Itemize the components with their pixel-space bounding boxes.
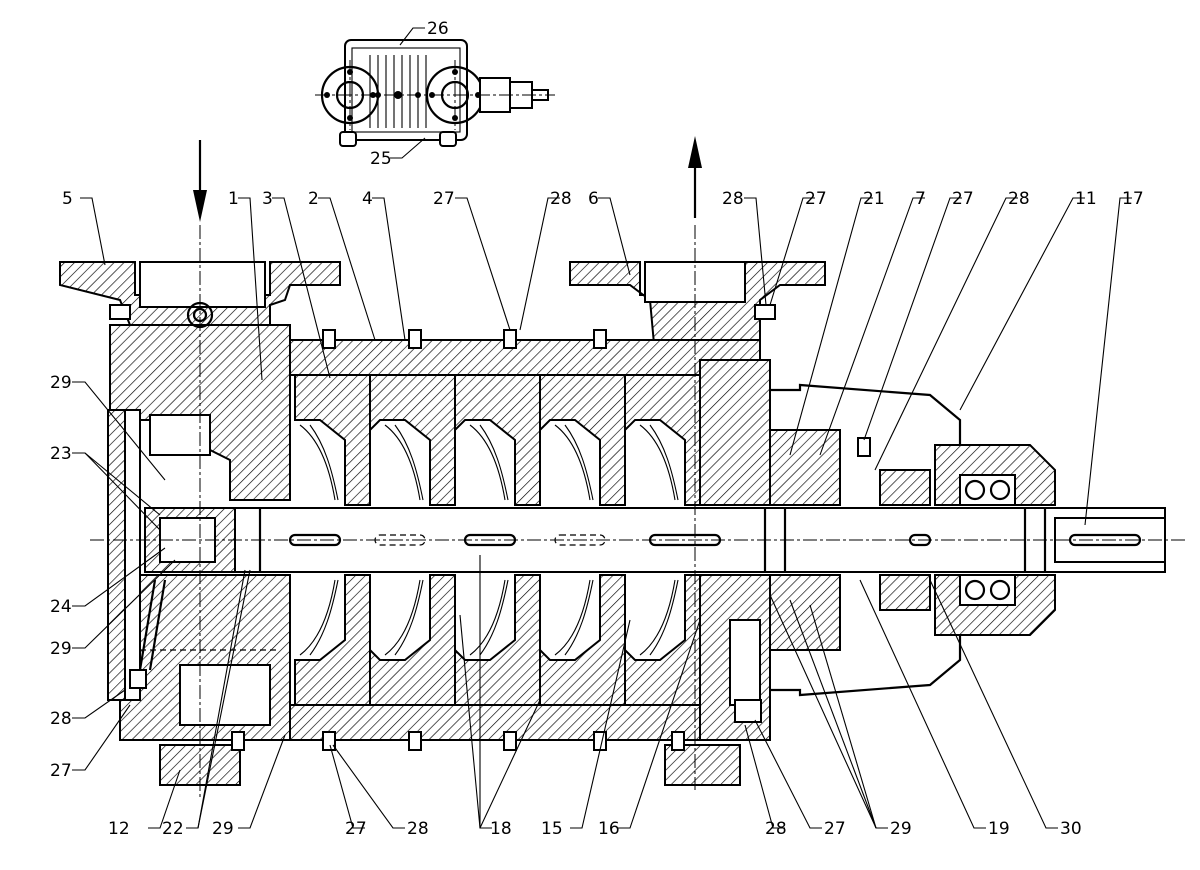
part-label: 29 xyxy=(890,819,912,839)
part-label: 29 xyxy=(50,639,72,659)
part-label: 28 xyxy=(1008,189,1030,209)
leader-lines xyxy=(72,27,1132,829)
part-label: 1 xyxy=(228,189,239,209)
part-label: 30 xyxy=(1060,819,1082,839)
part-label: 27 xyxy=(805,189,827,209)
part-label: 24 xyxy=(50,597,72,617)
part-label: 29 xyxy=(50,373,72,393)
part-label: 7 xyxy=(915,189,926,209)
part-label: 28 xyxy=(50,709,72,729)
part-label: 23 xyxy=(50,444,72,464)
part-labels: 5 1 3 2 4 27 28 6 28 27 21 7 27 28 11 17… xyxy=(50,19,1144,839)
part-label: 29 xyxy=(212,819,234,839)
part-label: 4 xyxy=(362,189,373,209)
part-label: 22 xyxy=(162,819,184,839)
part-label: 25 xyxy=(370,149,392,169)
part-label: 28 xyxy=(765,819,787,839)
part-label: 28 xyxy=(550,189,572,209)
part-label: 15 xyxy=(541,819,563,839)
part-label: 16 xyxy=(598,819,620,839)
part-label: 17 xyxy=(1122,189,1144,209)
part-label: 3 xyxy=(262,189,273,209)
part-label: 18 xyxy=(490,819,512,839)
part-label: 2 xyxy=(308,189,319,209)
part-label: 26 xyxy=(427,19,449,39)
part-label: 27 xyxy=(345,819,367,839)
top-view xyxy=(315,39,555,147)
flow-arrows xyxy=(193,136,702,222)
part-label: 11 xyxy=(1075,189,1097,209)
part-label: 19 xyxy=(988,819,1010,839)
part-label: 27 xyxy=(50,761,72,781)
part-label: 5 xyxy=(62,189,73,209)
part-label: 27 xyxy=(433,189,455,209)
part-label: 6 xyxy=(588,189,599,209)
part-label: 21 xyxy=(863,189,885,209)
main-section xyxy=(59,225,1185,800)
part-label: 28 xyxy=(722,189,744,209)
part-label: 12 xyxy=(108,819,130,839)
part-label: 28 xyxy=(407,819,429,839)
part-label: 27 xyxy=(952,189,974,209)
part-label: 27 xyxy=(824,819,846,839)
